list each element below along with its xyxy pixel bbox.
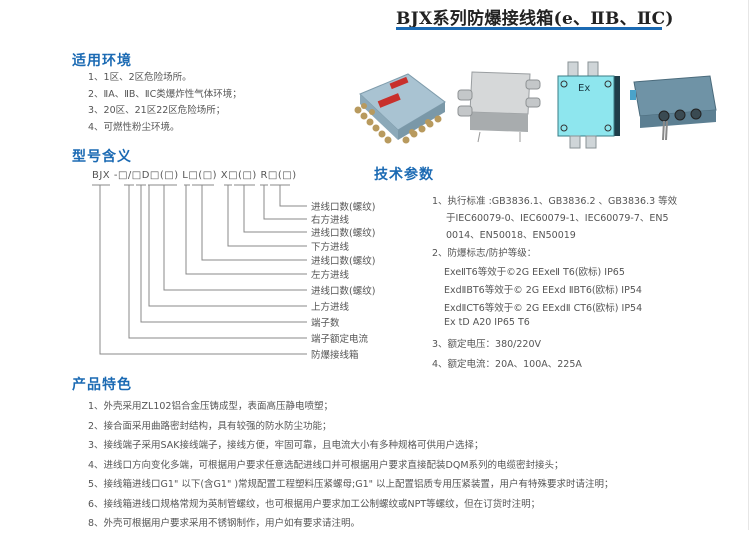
feature-item: 3、接线端子采用SAK接线端子，接线方便，牢固可靠，且电流大小有多种规格可供用户…: [88, 440, 484, 451]
product-image-cast-box: [350, 62, 450, 156]
tech-line: ExdⅡCT6等效于© 2G EExdⅡ CT6(欧标) IP54: [444, 303, 643, 314]
environment-item: 4、可燃性粉尘环境。: [88, 121, 180, 133]
title-underline: [396, 27, 662, 30]
ex-mark: Ex: [578, 83, 590, 94]
feature-item: 2、接合面采用曲路密封结构，具有较强的防水防尘功能；: [88, 420, 332, 432]
environment-item: 2、ⅡA、ⅡB、ⅡC类爆炸性气体环境；: [88, 88, 242, 100]
model-label: 左方进线: [311, 270, 350, 281]
model-label: 下方进线: [311, 242, 350, 253]
tech-line: 于IEC60079-0、IEC60079-1、IEC60079-7、EN5: [446, 213, 669, 224]
feature-item: 1、外壳采用ZL102铝合金压铸成型，表面高压静电喷塑；: [88, 401, 333, 412]
model-label: 上方进线: [311, 302, 350, 313]
page-edge-divider: [748, 0, 749, 530]
environment-heading: 适用环境: [72, 53, 132, 69]
environment-item: 3、20区、21区22区危险场所；: [88, 105, 226, 116]
environment-list: 1、1区、2区危险场所。 2、ⅡA、ⅡB、ⅡC类爆炸性气体环境； 3、20区、2…: [88, 70, 242, 136]
model-label: 进线口数(螺纹): [311, 202, 376, 213]
tech-line: 3、额定电压：380/220V: [432, 339, 542, 350]
environment-item: 1、1区、2区危险场所。: [88, 72, 192, 83]
product-image-blue-box: [630, 68, 720, 152]
model-label: 进线口数(螺纹): [311, 228, 376, 239]
model-heading: 型号含义: [72, 149, 132, 165]
tech-line: 0014、EN50018、EN50019: [446, 230, 576, 241]
feature-item: 5、接线箱进线口G1" 以下(含G1" )常规配置工程塑料压紧螺母;G1" 以上…: [88, 479, 614, 490]
tech-line: ExeⅡT6等效于©2G EExeⅡ T6(欧标) IP65: [444, 267, 625, 278]
tech-line: 2、防爆标志/防护等级：: [432, 248, 537, 259]
product-image-stainless-box: [450, 62, 545, 151]
features-list: 1、外壳采用ZL102铝合金压铸成型，表面高压静电喷塑； 2、接合面采用曲路密封…: [88, 397, 614, 534]
tech-line: Ex tD A20 IP65 T6: [444, 317, 530, 328]
product-image-ex-box: Ex: [550, 60, 625, 154]
tech-line: ExdⅡBT6等效于© 2G EExd ⅡBT6(欧标) IP54: [444, 285, 642, 296]
features-heading: 产品特色: [72, 377, 132, 393]
tech-line: 1、执行标准 :GB3836.1、GB3836.2 、GB3836.3 等效: [432, 196, 678, 207]
model-label: 端子额定电流: [311, 334, 369, 345]
model-label: 进线口数(螺纹): [311, 256, 376, 267]
page-title: BJX系列防爆接线箱(e、ⅡB、ⅡC): [396, 9, 674, 29]
feature-item: 4、进线口方向变化多端，可根据用户要求任意选配进线口并可根据用户要求直接配装DQ…: [88, 459, 564, 471]
model-code: BJX -□/□D□(□) L□(□) X□(□) R□(□): [92, 170, 297, 181]
feature-item: 6、接线箱进线口规格常规为英制管螺纹，也可根据用户要求加工公制螺纹或NPT等螺纹…: [88, 498, 541, 510]
model-label: 进线口数(螺纹): [311, 286, 376, 297]
model-label: 防爆接线箱: [311, 350, 359, 361]
tech-line: 4、额定电流：20A、100A、225A: [432, 359, 582, 370]
model-label: 右方进线: [311, 215, 350, 226]
tech-heading: 技术参数: [374, 167, 434, 183]
model-label: 端子数: [311, 318, 340, 329]
feature-item: 8、外壳可根据用户要求采用不锈钢制作，用户如有要求请注明。: [88, 518, 361, 529]
